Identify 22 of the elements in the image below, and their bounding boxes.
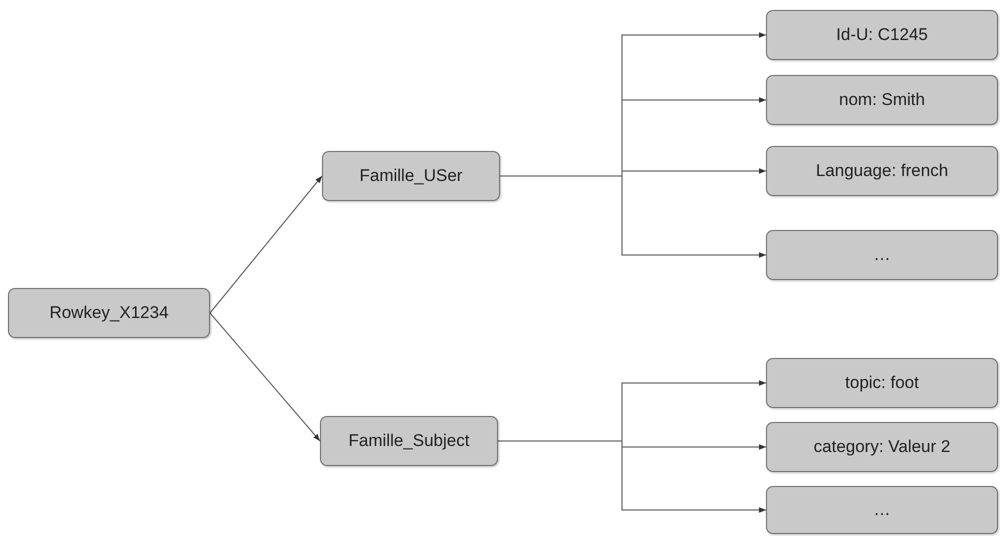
node-label: Rowkey_X1234 (49, 303, 169, 323)
node-label: … (874, 245, 890, 265)
process-box (766, 10, 998, 60)
node-label: nom: Smith (839, 90, 925, 110)
arrow (210, 176, 322, 314)
process-box (322, 151, 500, 201)
process-box (320, 416, 498, 466)
node-label: topic: foot (845, 373, 919, 393)
process-box (766, 358, 998, 408)
process-box (8, 288, 210, 338)
node-label: Famille_USer (360, 166, 462, 186)
process-box (766, 422, 998, 472)
node-label: … (874, 500, 890, 520)
node-label: category: Valeur 2 (814, 437, 950, 457)
process-box (766, 486, 998, 534)
arrow (210, 312, 320, 442)
process-box (766, 230, 998, 280)
node-label: Language: french (816, 161, 948, 181)
process-box (766, 75, 998, 125)
node-label: Famille_Subject (348, 431, 470, 451)
node-label: Id-U: C1245 (836, 25, 928, 45)
process-box (766, 146, 998, 196)
